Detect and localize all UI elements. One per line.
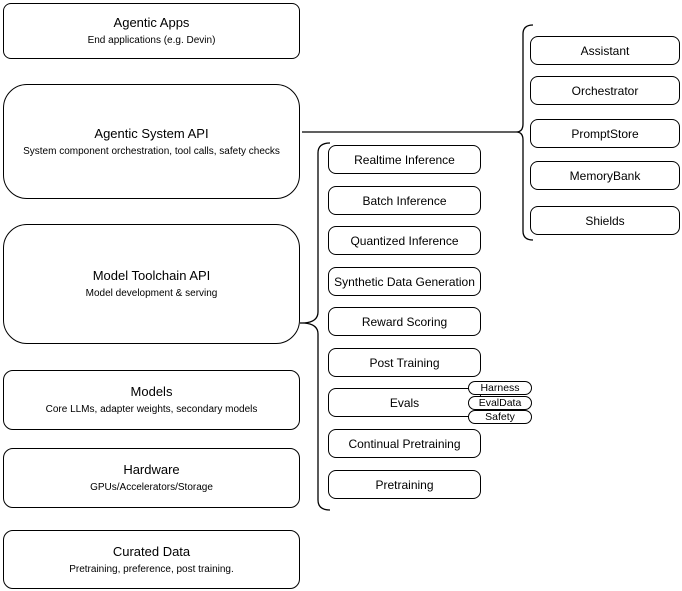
node-synthetic-data-generation: Synthetic Data Generation xyxy=(328,267,481,296)
node-subtitle: Core LLMs, adapter weights, secondary mo… xyxy=(45,404,258,415)
node-title: Models xyxy=(130,384,173,399)
node-title: Agentic System API xyxy=(94,125,209,141)
tag-safety: Safety xyxy=(468,410,532,424)
toolchain-services-brace xyxy=(303,142,331,511)
node-quantized-inference: Quantized Inference xyxy=(328,226,481,255)
node-shields: Shields xyxy=(530,206,680,235)
tag-evaldata: EvalData xyxy=(468,396,532,410)
node-realtime-inference: Realtime Inference xyxy=(328,145,481,174)
node-post-training: Post Training xyxy=(328,348,481,377)
tag-harness: Harness xyxy=(468,381,532,395)
node-curated-data: Curated Data Pretraining, preference, po… xyxy=(3,530,300,589)
node-hardware: Hardware GPUs/Accelerators/Storage xyxy=(3,448,300,508)
node-subtitle: End applications (e.g. Devin) xyxy=(87,35,216,46)
node-promptstore: PromptStore xyxy=(530,119,680,148)
node-subtitle: System component orchestration, tool cal… xyxy=(23,145,280,157)
node-title: Model Toolchain API xyxy=(92,268,211,283)
node-reward-scoring: Reward Scoring xyxy=(328,307,481,336)
node-title: Curated Data xyxy=(112,543,191,559)
node-agentic-apps: Agentic Apps End applications (e.g. Devi… xyxy=(3,3,300,59)
node-title: Agentic Apps xyxy=(113,15,190,30)
node-subtitle: GPUs/Accelerators/Storage xyxy=(90,482,213,493)
node-pretraining: Pretraining xyxy=(328,470,481,499)
node-orchestrator: Orchestrator xyxy=(530,76,680,105)
node-title: Hardware xyxy=(123,462,180,477)
node-evals: Evals xyxy=(328,388,481,417)
node-batch-inference: Batch Inference xyxy=(328,186,481,215)
node-agentic-system-api: Agentic System API System component orch… xyxy=(3,84,300,199)
node-assistant: Assistant xyxy=(530,36,680,65)
node-continual-pretraining: Continual Pretraining xyxy=(328,429,481,458)
node-models: Models Core LLMs, adapter weights, secon… xyxy=(3,370,300,430)
node-model-toolchain-api: Model Toolchain API Model development & … xyxy=(3,224,300,344)
node-subtitle: Model development & serving xyxy=(85,288,218,299)
node-memorybank: MemoryBank xyxy=(530,161,680,190)
node-subtitle: Pretraining, preference, post training. xyxy=(69,563,234,575)
system-components-brace xyxy=(516,24,534,241)
